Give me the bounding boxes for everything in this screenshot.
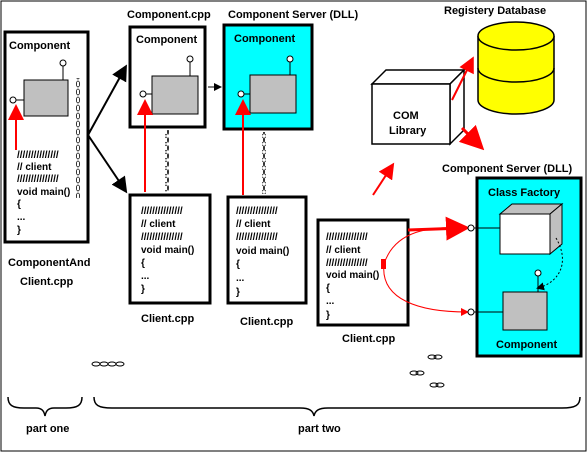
code-line: ... xyxy=(326,296,335,307)
component-block-3 xyxy=(249,74,297,114)
split-arrow-down xyxy=(87,134,128,194)
component-label-2: Component xyxy=(136,34,197,46)
code-line: void main() xyxy=(326,270,379,281)
code-line: void main() xyxy=(17,187,70,198)
code-line: } xyxy=(17,225,21,236)
component-label-1: Component xyxy=(9,40,70,52)
code-line: } xyxy=(141,284,145,295)
component-block-4 xyxy=(502,291,548,331)
interface-lollipop xyxy=(237,90,245,98)
code-line: } xyxy=(326,310,330,321)
create-instance-arrow xyxy=(536,237,563,291)
code-line: // client xyxy=(17,162,52,173)
code-line: /////////////// xyxy=(17,150,59,161)
code-line: /////////////// xyxy=(326,232,368,243)
client-cpp-box-1: /////////////// // client //////////////… xyxy=(128,193,212,305)
load-dll-arrow xyxy=(458,124,485,151)
chain-link xyxy=(262,132,266,194)
component-label-4: Component xyxy=(496,339,557,351)
code-line: // client xyxy=(236,219,271,230)
code-line: ... xyxy=(236,273,245,284)
registry-lookup-arrow xyxy=(451,56,474,101)
com-library-cube: COM Library xyxy=(370,68,466,146)
chain-link xyxy=(76,78,80,198)
component-cpp-label: Component.cpp xyxy=(127,9,211,21)
component-label-3: Component xyxy=(234,33,295,45)
chain-fragments xyxy=(91,354,445,388)
code-line: ... xyxy=(17,212,26,223)
call-factory-arrow xyxy=(407,216,470,241)
client-cpp-box-3: /////////////// // client //////////////… xyxy=(316,218,410,327)
class-factory-label: Class Factory xyxy=(488,187,561,199)
component-and-client-label: ComponentAnd xyxy=(8,257,90,269)
client-cpp-label-3: Client.cpp xyxy=(342,333,395,345)
code-line: /////////////// xyxy=(141,206,183,217)
interface-lollipop xyxy=(467,224,475,232)
component-block-1 xyxy=(23,79,69,117)
code-line: /////////////// xyxy=(326,258,368,269)
interface-lollipop xyxy=(139,90,147,98)
code-line: void main() xyxy=(236,246,289,257)
client-cpp-label-2: Client.cpp xyxy=(240,316,293,328)
code-line: void main() xyxy=(141,245,194,256)
part-two-brace xyxy=(93,396,581,417)
component-and-client-box: Component /////////////// // client ////… xyxy=(3,30,90,244)
use-component-arc xyxy=(383,263,469,316)
client-cpp-label-1: Client.cpp xyxy=(141,313,194,325)
interface-lollipop xyxy=(534,269,542,277)
code-line: // client xyxy=(326,245,361,256)
component-and-client-label: Client.cpp xyxy=(20,276,73,288)
com-library-label: COM xyxy=(393,110,419,122)
class-factory-cube xyxy=(498,202,564,256)
code-line: // client xyxy=(141,219,176,230)
component-server-dll-label-top: Component Server (DLL) xyxy=(228,9,359,21)
com-library-label: Library xyxy=(389,125,427,137)
part-one-brace xyxy=(7,396,83,417)
part-two-label: part two xyxy=(298,423,341,435)
interface-lollipop xyxy=(467,308,475,316)
code-line: ... xyxy=(141,271,150,282)
registry-database-cylinder xyxy=(477,21,555,115)
interface-lollipop xyxy=(286,55,294,63)
code-line: { xyxy=(17,199,21,210)
component-server-dll-box-right: Class Factory Component xyxy=(467,176,583,358)
component-block-2 xyxy=(151,75,199,115)
code-line: /////////////// xyxy=(236,206,278,217)
split-arrow-up xyxy=(87,64,127,136)
code-line: /////////////// xyxy=(17,174,59,185)
client-to-com-arrow xyxy=(372,162,395,196)
interface-lollipop xyxy=(59,59,67,67)
interface-lollipop xyxy=(9,96,17,104)
registry-database-label: Registery Database xyxy=(444,5,546,17)
client-cpp-box-2: /////////////// // client //////////////… xyxy=(226,195,308,305)
part-one-label: part one xyxy=(26,423,69,435)
interface-lollipop xyxy=(186,55,194,63)
code-line: } xyxy=(236,287,240,298)
code-line: /////////////// xyxy=(141,232,183,243)
component-server-dll-box-top: Component xyxy=(222,23,314,131)
chain-link xyxy=(165,130,169,192)
code-line: /////////////// xyxy=(236,232,278,243)
component-cpp-box: Component xyxy=(128,25,207,129)
code-line: { xyxy=(236,259,240,270)
code-line: { xyxy=(326,283,330,294)
component-server-dll-label-right: Component Server (DLL) xyxy=(442,163,573,175)
code-line: { xyxy=(141,258,145,269)
